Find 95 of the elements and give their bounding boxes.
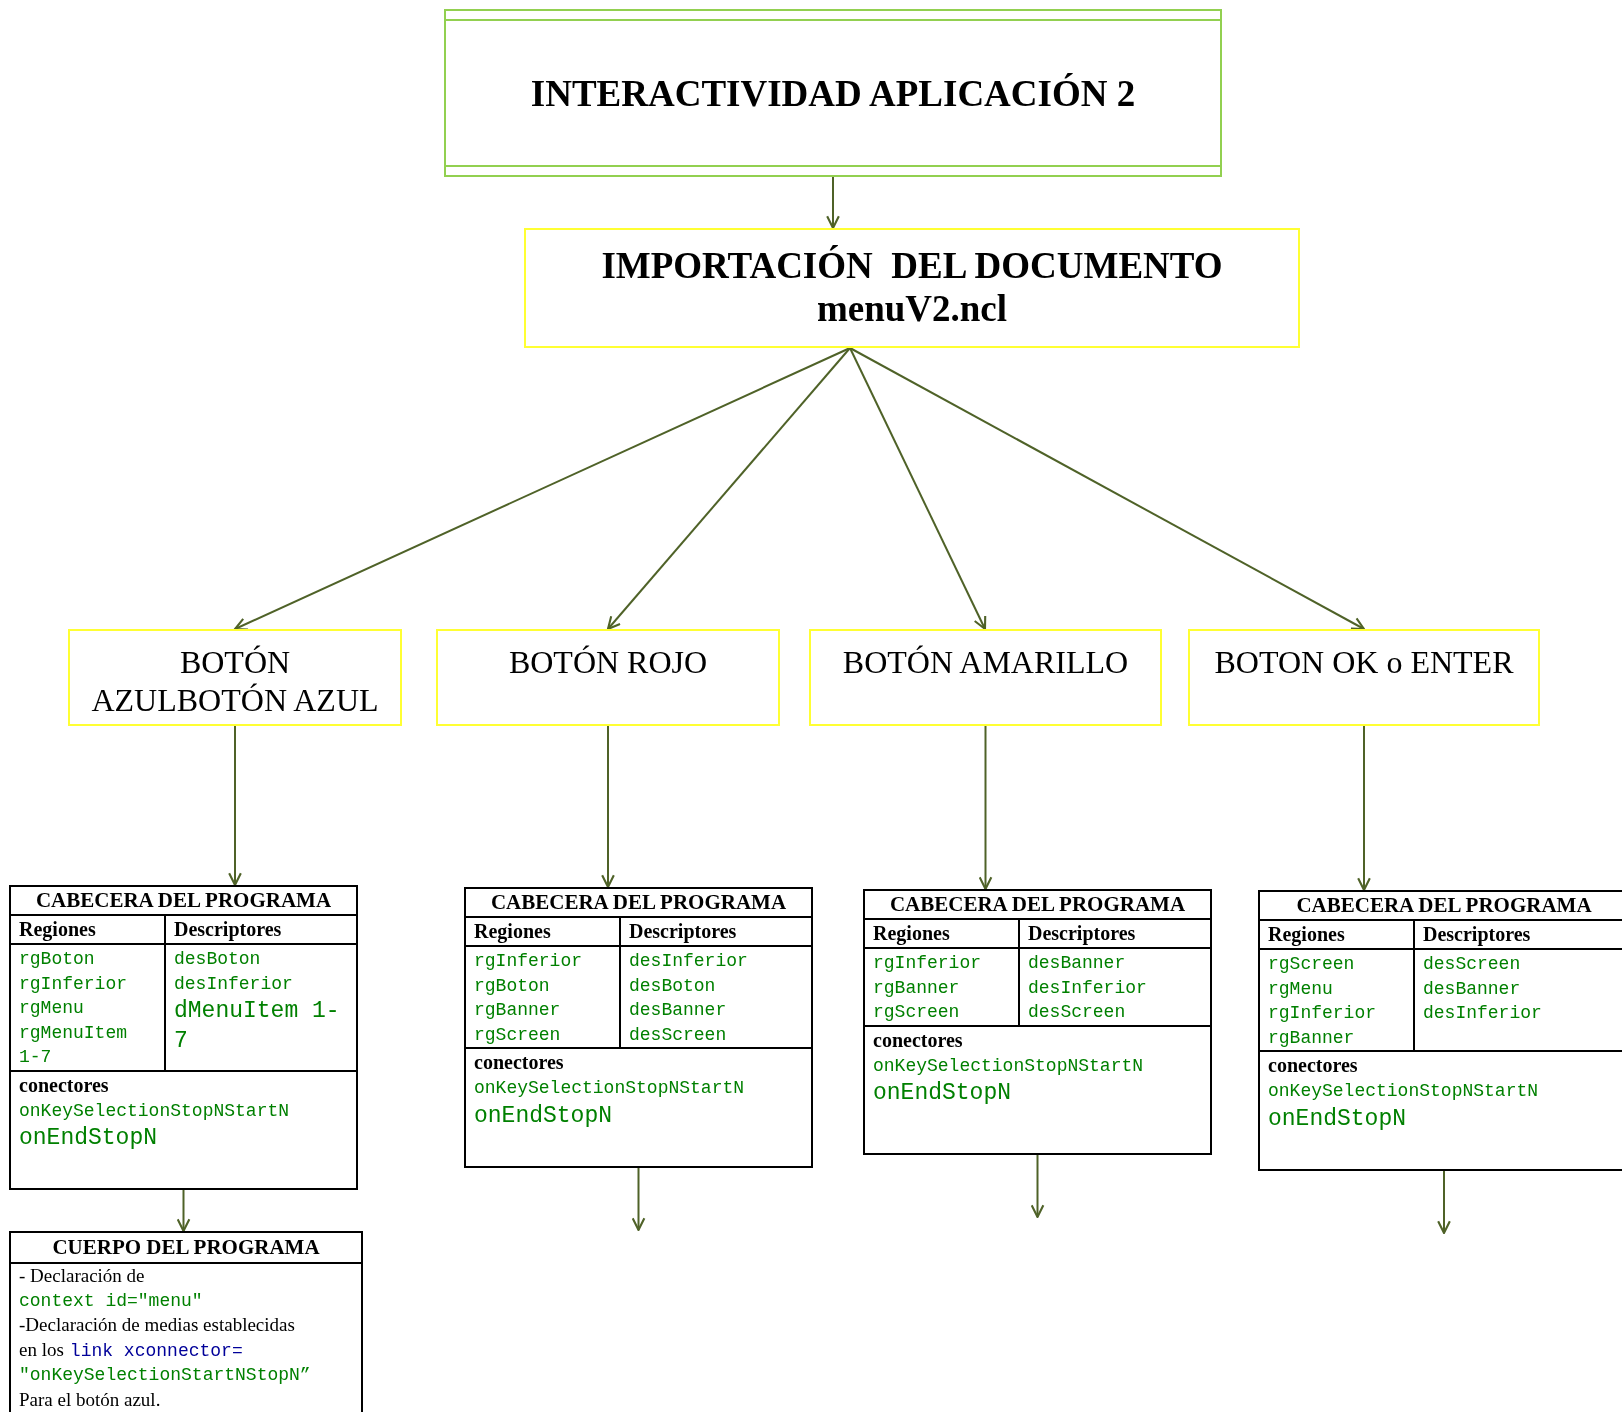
table-title: CABECERA DEL PROGRAMA (1260, 892, 1622, 921)
table-title: CUERPO DEL PROGRAMA (11, 1233, 361, 1264)
code-text: rgMenu (18, 997, 85, 1020)
code-text: desScreen (1027, 1001, 1127, 1024)
box-text: BOTÓN ROJO (508, 643, 708, 682)
code-text: onEndStopN (1267, 1104, 1408, 1134)
box-text: BOTÓN AMARILLO (842, 643, 1129, 682)
arrow (1357, 725, 1371, 892)
table-cell (11, 916, 166, 1072)
table-cell (865, 920, 1020, 1027)
arrow (233, 347, 851, 631)
code-text: rgBanner (872, 976, 961, 1000)
table-cell (1260, 921, 1415, 1052)
table-title: CABECERA DEL PROGRAMA (11, 887, 356, 916)
code-text: rgScreen (1267, 953, 1356, 976)
code-text: rgInferior (1267, 1002, 1378, 1025)
code-text: desBanner (1422, 977, 1522, 1001)
option-box (68, 629, 402, 726)
column-header: conectores (473, 1050, 565, 1075)
arrow (176, 1189, 191, 1233)
process-box (524, 228, 1300, 348)
body-text: - Declaración de (18, 1264, 146, 1288)
code-text: desInferior (173, 972, 294, 996)
box-text: BOTON OK o ENTER (1214, 643, 1514, 682)
arrow (978, 725, 993, 891)
code-text: onKeySelectionStopNStartN (872, 1054, 1145, 1078)
code-text: rgBanner (1267, 1026, 1356, 1050)
code-text: onKeySelectionStopNStartN (18, 1099, 291, 1123)
code-text: rgScreen (872, 1001, 961, 1024)
code-text: onEndStopN (18, 1124, 159, 1153)
code-text: onEndStopN (872, 1079, 1013, 1108)
arrow (228, 725, 242, 887)
code-text: "onKeySelectionStartNStopN” (18, 1364, 312, 1387)
box-text: BOTÓN AZULBOTÓN AZUL (90, 643, 380, 720)
column-header: Descriptores (621, 918, 811, 947)
program-table (1258, 890, 1622, 1171)
arrow (601, 725, 615, 889)
code-text: rgBanner (473, 999, 562, 1022)
column-header: Regiones (466, 918, 619, 947)
title-text: INTERACTIVIDAD APLICACIÓN 2 (530, 71, 1136, 115)
column-header: conectores (872, 1027, 964, 1053)
title-box (444, 9, 1222, 177)
code-text: rgInferior (473, 950, 584, 973)
table-title: CABECERA DEL PROGRAMA (865, 891, 1210, 920)
option-box (436, 629, 780, 726)
code-text: rgBoton (18, 948, 96, 971)
arrow (849, 347, 1366, 631)
code-text: context id="menu" (18, 1289, 204, 1313)
code-text: desBanner (628, 999, 728, 1022)
code-text: rgMenu (1267, 977, 1334, 1001)
box-text: IMPORTACIÓN DEL DOCUMENTO (601, 245, 1223, 288)
option-box (1188, 629, 1540, 726)
column-header: Descriptores (1020, 920, 1210, 949)
code-text: rgScreen (473, 1023, 562, 1047)
program-body-box (9, 1231, 363, 1412)
code-text: desBanner (1027, 952, 1127, 975)
code-text: rgMenuItem 1-7 (18, 1021, 129, 1069)
arrow (1030, 1154, 1045, 1219)
arrow (849, 347, 987, 631)
column-header: conectores (18, 1072, 110, 1098)
code-text: desInferior (1422, 1002, 1543, 1025)
body-text: Para el botón azul. (18, 1387, 162, 1412)
option-box (809, 629, 1162, 726)
program-table (464, 887, 813, 1168)
table-title: CABECERA DEL PROGRAMA (466, 889, 811, 918)
code-text: onEndStopN (473, 1101, 614, 1131)
column-header: Regiones (1260, 921, 1413, 950)
column-header: Descriptores (166, 916, 356, 945)
code-text: link xconnector= (68, 1340, 243, 1361)
code-text: desInferior (628, 950, 749, 973)
code-text: desScreen (1422, 953, 1522, 976)
body-text: en los (18, 1338, 64, 1360)
table-cell (466, 918, 621, 1049)
arrow (1437, 1170, 1451, 1235)
arrow (606, 347, 851, 631)
column-header: Regiones (865, 920, 1018, 949)
code-text: rgInferior (872, 952, 983, 975)
arrow (826, 176, 840, 230)
code-text: onKeySelectionStopNStartN (1267, 1080, 1540, 1103)
arrow (631, 1167, 646, 1232)
body-text: -Declaración de medias establecidas (18, 1313, 296, 1337)
code-text: rgInferior (18, 972, 129, 996)
code-text: desInferior (1027, 976, 1148, 1000)
code-text: onKeySelectionStopNStartN (473, 1077, 746, 1100)
program-table (9, 885, 358, 1190)
column-header: conectores (1267, 1053, 1359, 1078)
code-text: desBoton (173, 948, 262, 971)
program-table (863, 889, 1212, 1155)
column-header: Descriptores (1415, 921, 1622, 950)
column-header: Regiones (11, 916, 164, 945)
code-text: rgBoton (473, 974, 551, 998)
box-text: menuV2.ncl (816, 288, 1008, 331)
code-text: dMenuItem 1-7 (173, 997, 341, 1056)
code-text: desScreen (628, 1023, 728, 1047)
code-text: desBoton (628, 974, 717, 998)
